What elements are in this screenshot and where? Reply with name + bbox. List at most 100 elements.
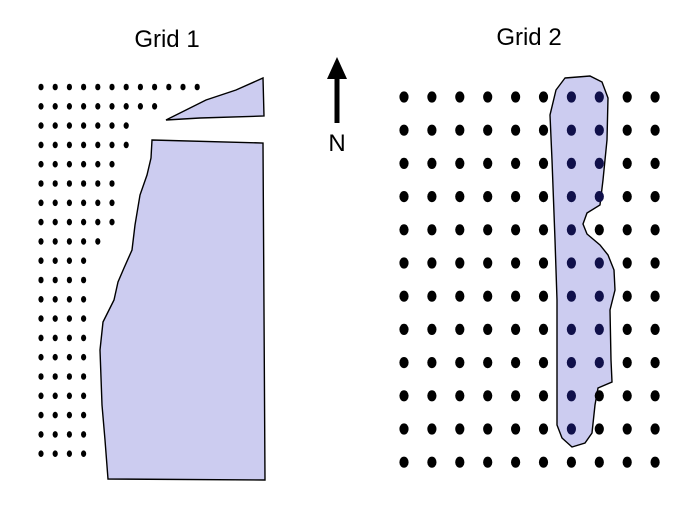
grid-1-dot xyxy=(52,180,58,187)
grid-1-dot xyxy=(38,315,44,322)
grid-1-dot xyxy=(66,160,72,168)
grid-1-dot xyxy=(95,83,101,91)
grid-1-dot xyxy=(137,103,143,110)
grid-2-dot-inside xyxy=(594,290,604,302)
grid-1-dot xyxy=(81,103,87,110)
grid-2-dot xyxy=(622,323,632,335)
grid-2-dot xyxy=(427,323,437,335)
grid-1-dot xyxy=(38,296,44,303)
grid-1-dot xyxy=(109,103,115,110)
grid-2-dot xyxy=(622,390,632,402)
grid-1-dot xyxy=(66,296,72,303)
grid-2-dot xyxy=(510,91,521,103)
grid-2-dot xyxy=(427,423,437,435)
grid-1-dot xyxy=(66,180,72,187)
grid-1-dot xyxy=(66,122,72,129)
grid-1-dot xyxy=(38,122,44,129)
grid-2-dot-inside xyxy=(594,157,604,169)
grid-2-dot xyxy=(427,456,437,468)
grid-1-dot xyxy=(95,122,101,129)
grid-1-dot xyxy=(123,141,129,149)
grid-2-dot xyxy=(622,91,632,103)
grid-2-dot-inside xyxy=(594,124,604,136)
north-arrow: N xyxy=(327,57,347,157)
grid-2-dot-inside xyxy=(594,91,604,103)
grid-2-dot xyxy=(427,224,437,236)
grid-1-dot xyxy=(81,160,87,168)
grid-1-dot xyxy=(109,199,115,207)
grid-2-dot xyxy=(622,290,632,302)
grid-1-dot xyxy=(66,450,72,458)
grid-2-dot xyxy=(594,456,604,468)
grid-2-dot xyxy=(538,456,549,468)
grid-1-dot xyxy=(52,276,58,284)
grid-1-dot xyxy=(38,450,44,458)
grid-2-dot xyxy=(510,323,521,335)
grid-2-dot xyxy=(427,124,437,136)
grid-2-dot xyxy=(483,157,493,169)
grid-1-dot xyxy=(66,411,72,419)
grid-1-dot xyxy=(38,160,44,168)
grid-2-dot xyxy=(399,224,409,236)
grid-2-dot xyxy=(510,191,521,203)
grid-2-dot-inside xyxy=(594,357,604,369)
grid-1-dot xyxy=(81,353,87,361)
grid-1-dot xyxy=(123,83,129,91)
grid-1-dot xyxy=(52,238,58,245)
grid-2-dot xyxy=(483,423,493,435)
grid-2-dot xyxy=(455,456,465,468)
grid-2-dot xyxy=(455,390,465,402)
grid-1-dot xyxy=(38,334,44,342)
grid-2-dot xyxy=(427,290,437,302)
grid-2-dot-inside xyxy=(566,423,577,435)
grid-2-dot xyxy=(483,191,493,203)
grid-1-dot xyxy=(81,238,87,245)
grid-2-dot xyxy=(455,191,465,203)
north-label: N xyxy=(328,130,345,157)
grid-1-dot xyxy=(95,180,101,187)
grid-2-dot xyxy=(650,423,660,435)
grid-1-dot xyxy=(81,450,87,458)
grid-2-dot xyxy=(483,290,493,302)
grid-2-dot-inside xyxy=(566,124,577,136)
grid-1-dot xyxy=(95,103,101,110)
grid-1-dot xyxy=(152,103,158,110)
grid-2-dot xyxy=(538,191,549,203)
grid-2-region xyxy=(549,75,616,448)
grid-2-dot xyxy=(483,390,493,402)
grid-1-dot xyxy=(66,199,72,207)
grid-2-dot xyxy=(483,323,493,335)
grid-1-dot xyxy=(81,257,87,265)
grid-2-dot xyxy=(483,456,493,468)
grid-1: Grid 1 xyxy=(38,26,266,481)
grid-2-dot xyxy=(622,124,632,136)
grid-2-dot xyxy=(538,390,549,402)
grid-1-dot xyxy=(95,160,101,168)
grid-2-dot xyxy=(427,257,437,269)
grid-2-dot xyxy=(399,390,409,402)
grid-2-dot xyxy=(455,257,465,269)
grid-2: Grid 2 xyxy=(399,24,660,468)
grid-2-dot xyxy=(650,290,660,302)
grid-2-dot xyxy=(399,456,409,468)
grid-2-dot xyxy=(538,224,549,236)
grid-1-dot xyxy=(38,411,44,419)
grid-2-dot xyxy=(399,357,409,369)
grid-2-dot xyxy=(538,423,549,435)
grid-1-dots xyxy=(38,83,200,458)
grid-1-dot xyxy=(66,334,72,342)
grid-2-dot xyxy=(622,423,632,435)
grid-1-dot xyxy=(38,199,44,207)
grid-2-dot-inside xyxy=(566,191,577,203)
grid-1-dot xyxy=(66,238,72,245)
grid-1-dot xyxy=(52,373,58,380)
grid-2-dot xyxy=(399,423,409,435)
grid-1-dot xyxy=(38,353,44,361)
grid-1-dot xyxy=(38,180,44,187)
grid-2-dot xyxy=(455,224,465,236)
grid-2-dot-inside xyxy=(594,323,604,335)
grid-1-dot xyxy=(52,353,58,361)
grid-2-dot xyxy=(510,423,521,435)
grid-1-dot xyxy=(52,122,58,129)
grid-2-dot xyxy=(622,191,632,203)
